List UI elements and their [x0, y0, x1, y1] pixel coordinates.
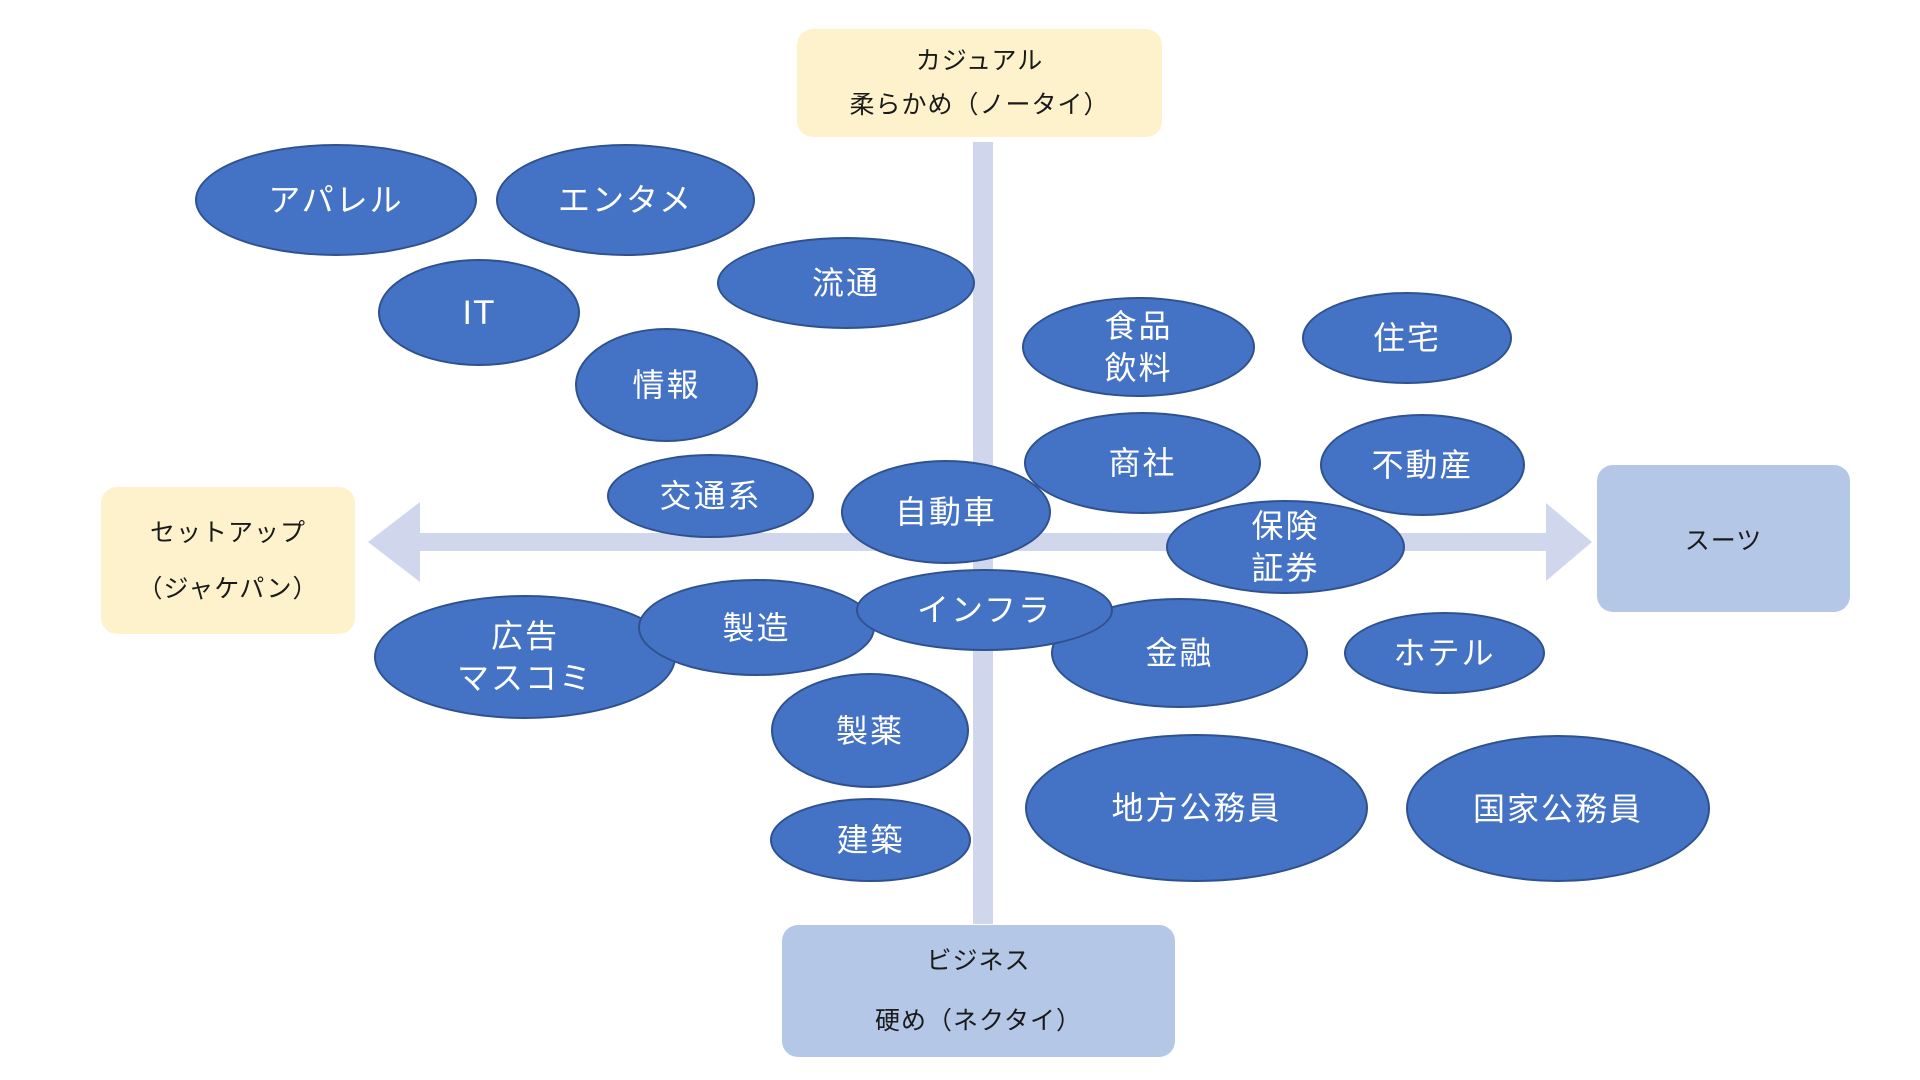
axis-label-setup: セットアップ （ジャケパン） [101, 487, 355, 634]
industry-kotsu: 交通系 [607, 454, 814, 538]
industry-kinyu-label: 金融 [1145, 634, 1214, 672]
industry-shosha-label: 商社 [1108, 444, 1177, 482]
industry-hotel-label: ホテル [1393, 634, 1496, 672]
industry-joho-label: 情報 [632, 366, 701, 404]
industry-fudosan: 不動産 [1320, 414, 1525, 516]
industry-ryutsu: 流通 [717, 237, 975, 329]
industry-ryutsu-label: 流通 [811, 264, 880, 302]
industry-hoken-label-2: 証券 [1251, 549, 1320, 587]
industry-shokuhin-label-2: 飲料 [1104, 349, 1173, 387]
industry-shokuhin: 食品 飲料 [1022, 297, 1255, 397]
industry-kenchiku-label: 建築 [836, 821, 905, 859]
industry-it: IT [378, 259, 580, 366]
industry-jidosha-label: 自動車 [894, 493, 997, 531]
axis-label-casual: カジュアル 柔らかめ（ノータイ） [797, 29, 1162, 137]
industry-hoken-label-1: 保険 [1251, 507, 1320, 545]
axis-label-business-line1: ビジネス [926, 946, 1031, 975]
industry-kokka: 国家公務員 [1406, 735, 1710, 882]
axis-label-suit: スーツ [1597, 465, 1850, 612]
industry-joho: 情報 [575, 328, 758, 442]
industry-hoken: 保険 証券 [1166, 500, 1405, 594]
axis-label-casual-line1: カジュアル [915, 46, 1044, 75]
industry-apparel: アパレル [195, 144, 477, 256]
industry-jidosha: 自動車 [841, 460, 1051, 564]
industry-entame-label: エンタメ [557, 181, 694, 219]
industry-chiho-label: 地方公務員 [1111, 789, 1282, 827]
industry-infra-label: インフラ [916, 591, 1053, 629]
industry-seizo: 製造 [638, 579, 875, 676]
axis-label-setup-line2: （ジャケパン） [137, 573, 319, 603]
industry-kenchiku: 建築 [770, 798, 971, 882]
industry-seiyaku-label: 製薬 [835, 711, 904, 750]
industry-seiyaku: 製薬 [771, 673, 969, 788]
axis-label-casual-line2: 柔らかめ（ノータイ） [849, 90, 1110, 119]
industry-it-label: IT [462, 293, 496, 332]
industry-entame: エンタメ [496, 144, 755, 256]
industry-apparel-label: アパレル [268, 181, 404, 219]
industry-fudosan-label: 不動産 [1371, 446, 1474, 484]
industry-jutaku: 住宅 [1302, 292, 1512, 384]
industry-chiho: 地方公務員 [1025, 734, 1368, 882]
industry-kokoku-label-1: 広告 [490, 617, 559, 655]
industry-hotel: ホテル [1344, 612, 1545, 694]
industry-kokoku: 広告 マスコミ [374, 595, 676, 719]
axis-label-suit-line1: スーツ [1684, 525, 1763, 555]
axis-label-business: ビジネス 硬め（ネクタイ） [782, 925, 1175, 1057]
industry-kokoku-label-2: マスコミ [456, 659, 593, 697]
industry-seizo-label: 製造 [722, 608, 791, 647]
industry-kokka-label: 国家公務員 [1472, 789, 1643, 828]
axis-label-business-line2: 硬め（ネクタイ） [874, 1006, 1082, 1035]
industry-shokuhin-label-1: 食品 [1104, 307, 1173, 345]
industry-infra: インフラ [856, 569, 1113, 651]
industry-shosha: 商社 [1024, 412, 1261, 514]
industry-kotsu-label: 交通系 [659, 477, 762, 515]
industry-jutaku-label: 住宅 [1372, 319, 1441, 357]
right-arrow-head [1546, 503, 1592, 581]
left-arrow-head [368, 502, 420, 582]
axis-label-setup-line1: セットアップ [149, 517, 306, 547]
